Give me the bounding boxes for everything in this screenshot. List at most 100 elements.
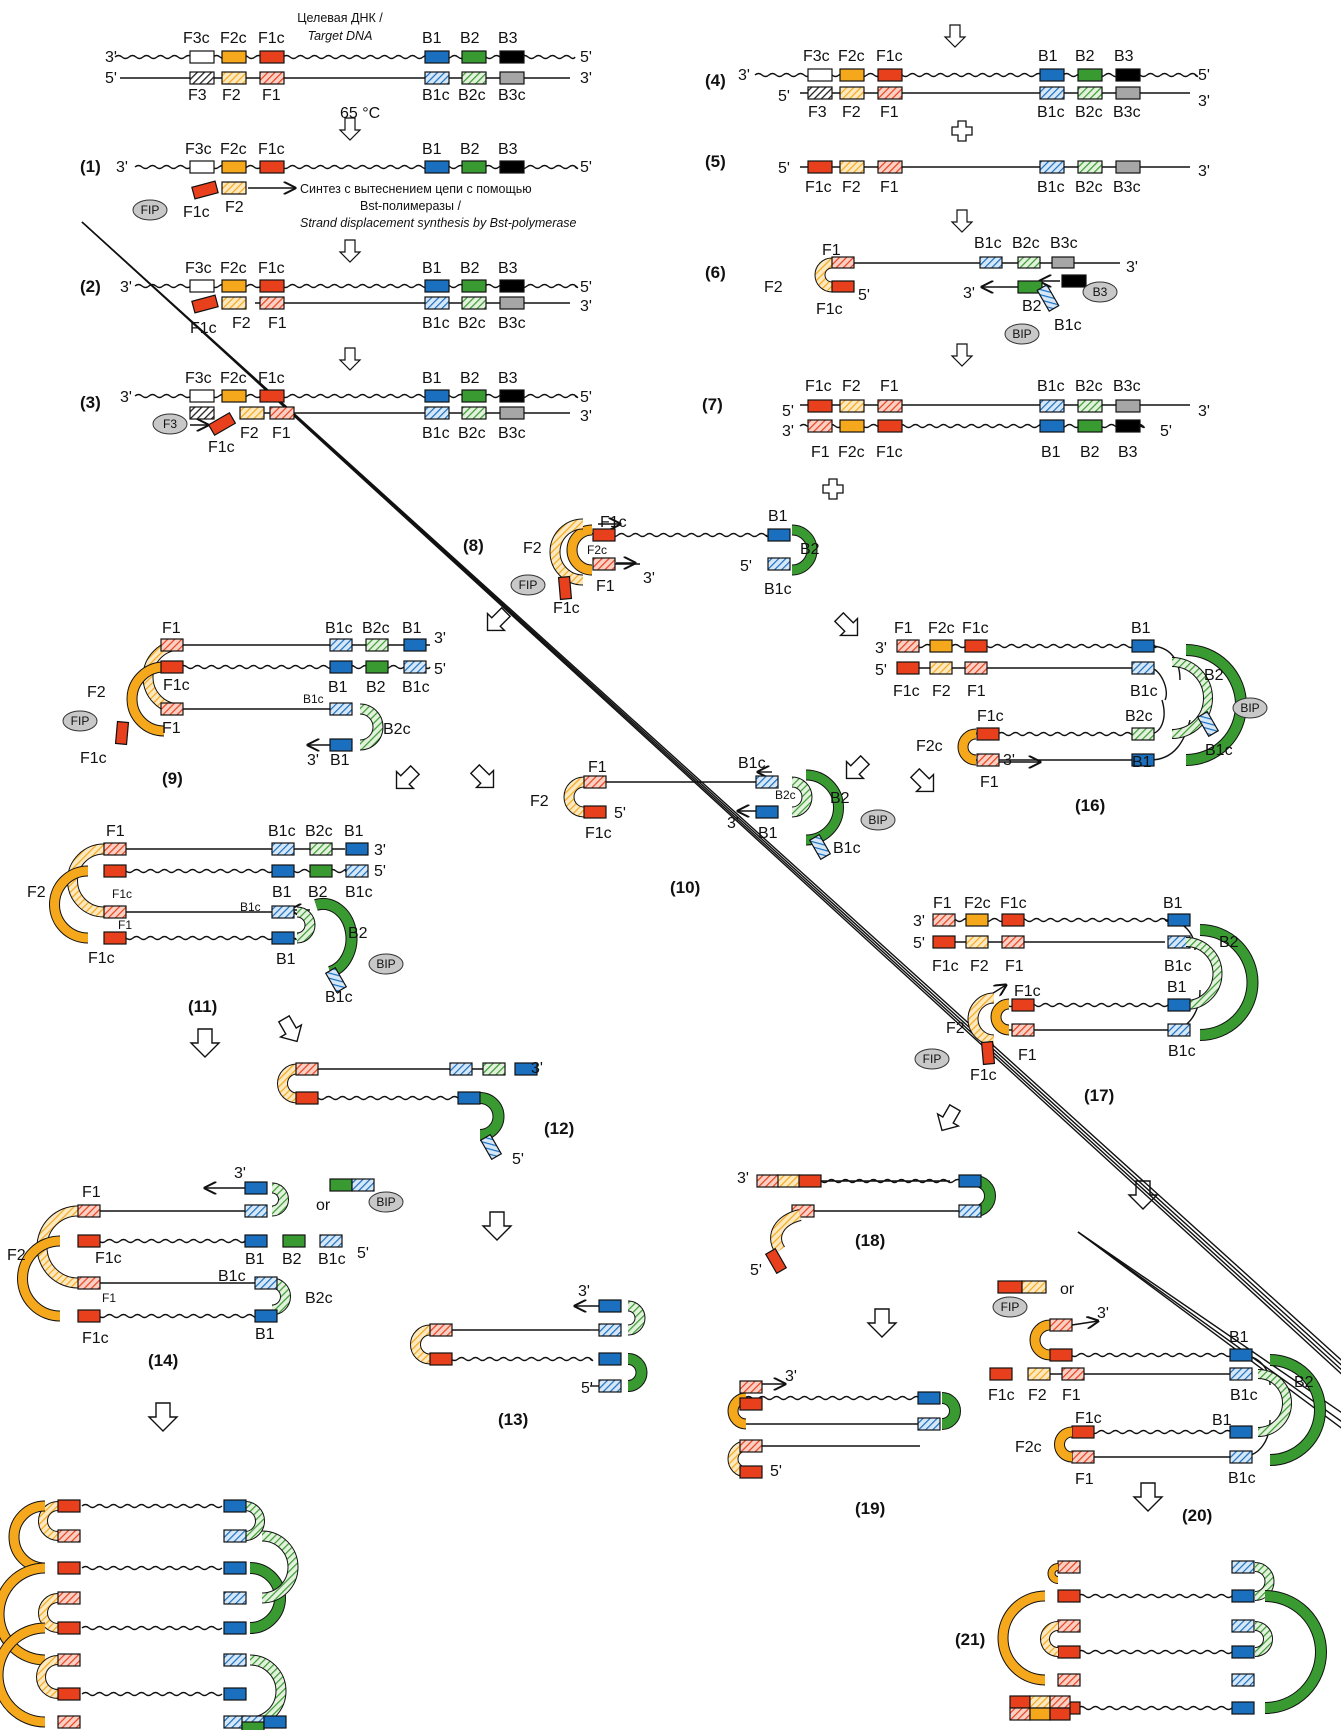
segment-f1 — [103, 842, 127, 856]
label-text: F1 — [262, 87, 281, 104]
segment-b1 — [1039, 68, 1065, 82]
label-text: F2 — [842, 104, 861, 121]
label-text: B1 — [1132, 754, 1152, 771]
label-text: B2 — [1080, 444, 1100, 461]
segment-f1 — [1071, 1450, 1095, 1464]
segment-b3c — [1115, 86, 1141, 100]
label-text: B1c — [1054, 317, 1082, 334]
label-text: B1c — [402, 679, 430, 696]
strand-wavy — [81, 1503, 223, 1509]
strand-wavy — [81, 1625, 223, 1631]
segment-f2 — [221, 296, 247, 310]
label-text: B2 — [282, 1251, 302, 1268]
label-text: F1 — [980, 774, 999, 791]
segment-b1c — [1036, 284, 1060, 312]
segment-f1 — [877, 399, 903, 413]
label-text: B1c — [422, 87, 450, 104]
label-text: 5' — [357, 1245, 369, 1262]
segment-b2c — [1077, 86, 1103, 100]
segment-f1 — [1009, 1707, 1031, 1721]
segment-f1 — [103, 905, 127, 919]
label-text: F1c — [977, 708, 1004, 725]
segment-b1c — [223, 1591, 247, 1605]
segment-b3 — [499, 389, 525, 403]
bip-ellipse-label: BIP — [376, 957, 395, 971]
segment-b3 — [1115, 68, 1141, 82]
label-text: F3c — [185, 370, 212, 387]
segment-b3c — [499, 71, 525, 85]
label-text: B1 — [422, 370, 442, 387]
segment-b1c — [271, 842, 295, 856]
strand-wavy — [1069, 1429, 1247, 1435]
label-text: B1c — [833, 840, 861, 857]
segment-b3c — [499, 406, 525, 420]
segment-b1 — [424, 50, 450, 64]
strand-wavy — [81, 1691, 223, 1697]
label-text: 3' — [1198, 403, 1210, 420]
label-text: B3 — [498, 370, 518, 387]
segment-b1c — [1231, 1619, 1255, 1633]
segment-b1c — [329, 638, 353, 652]
segment-f1c — [831, 280, 855, 293]
segment-b2c — [1077, 399, 1103, 413]
step-9-label: (9) — [162, 769, 183, 788]
down-arrow-icon — [147, 1402, 179, 1432]
segment-b2c — [461, 296, 487, 310]
segment-b1c — [1229, 1450, 1253, 1464]
loop-b2c — [627, 1301, 645, 1335]
segment-f3c — [189, 160, 215, 174]
label-text: F1 — [967, 683, 986, 700]
segment-f1c — [57, 1499, 81, 1513]
label-text: B1c — [1037, 104, 1065, 121]
label-text: B1 — [402, 620, 422, 637]
label-text: F1c — [876, 48, 903, 65]
segment-b1c — [479, 1133, 503, 1161]
label-text: F1c — [258, 260, 285, 277]
segment-b1 — [223, 1621, 247, 1635]
end-label: 3' — [580, 70, 592, 87]
segment-b1c — [1231, 1673, 1255, 1687]
segment-f1 — [756, 1174, 780, 1188]
label-text: F1c — [208, 439, 235, 456]
label-text: F1c — [163, 677, 190, 694]
label-text: F1c — [585, 825, 612, 842]
label-text: B2c — [362, 620, 390, 637]
label-text: B1c — [325, 989, 353, 1006]
label-text: F1c — [962, 620, 989, 637]
segment-b1 — [1131, 753, 1155, 767]
segment-b1c — [424, 296, 450, 310]
strand — [81, 221, 1341, 1371]
bip-ellipse — [1232, 697, 1268, 719]
segment-f2 — [839, 399, 865, 413]
label-text: F2 — [932, 683, 951, 700]
segment-f1 — [1057, 1673, 1081, 1687]
segment-b1c — [1167, 1023, 1191, 1037]
segment-f1 — [739, 1380, 763, 1394]
label-text: F1 — [162, 620, 181, 637]
label-text: 5' — [581, 1380, 593, 1397]
segment-f2 — [239, 406, 265, 420]
label-text: F1 — [822, 242, 841, 259]
end-label: 5' — [580, 49, 592, 66]
step-10-label: (10) — [670, 878, 700, 897]
label-text: B2 — [460, 141, 480, 158]
label-text: F2 — [240, 425, 259, 442]
segment-b2c — [1077, 160, 1103, 174]
label-text: 5' — [858, 287, 870, 304]
label-text: B1 — [245, 1251, 265, 1268]
label-text: B2c — [775, 788, 796, 802]
label-text: F1c — [893, 683, 920, 700]
label-text: B1c — [218, 1268, 246, 1285]
fip-ellipse — [992, 1296, 1028, 1318]
loop-f2 — [771, 1210, 802, 1253]
segment-b2c — [482, 1062, 506, 1076]
label-text: F3 — [188, 87, 207, 104]
segment-b2c — [461, 71, 487, 85]
label-text: F2 — [1028, 1387, 1047, 1404]
segment-f1c — [1071, 1425, 1095, 1439]
label-text: F3c — [183, 30, 210, 47]
label-text: B2c — [305, 1290, 333, 1307]
segment-b1c — [958, 1204, 982, 1218]
segment-f1c — [103, 864, 127, 878]
segment-b1 — [329, 738, 353, 752]
